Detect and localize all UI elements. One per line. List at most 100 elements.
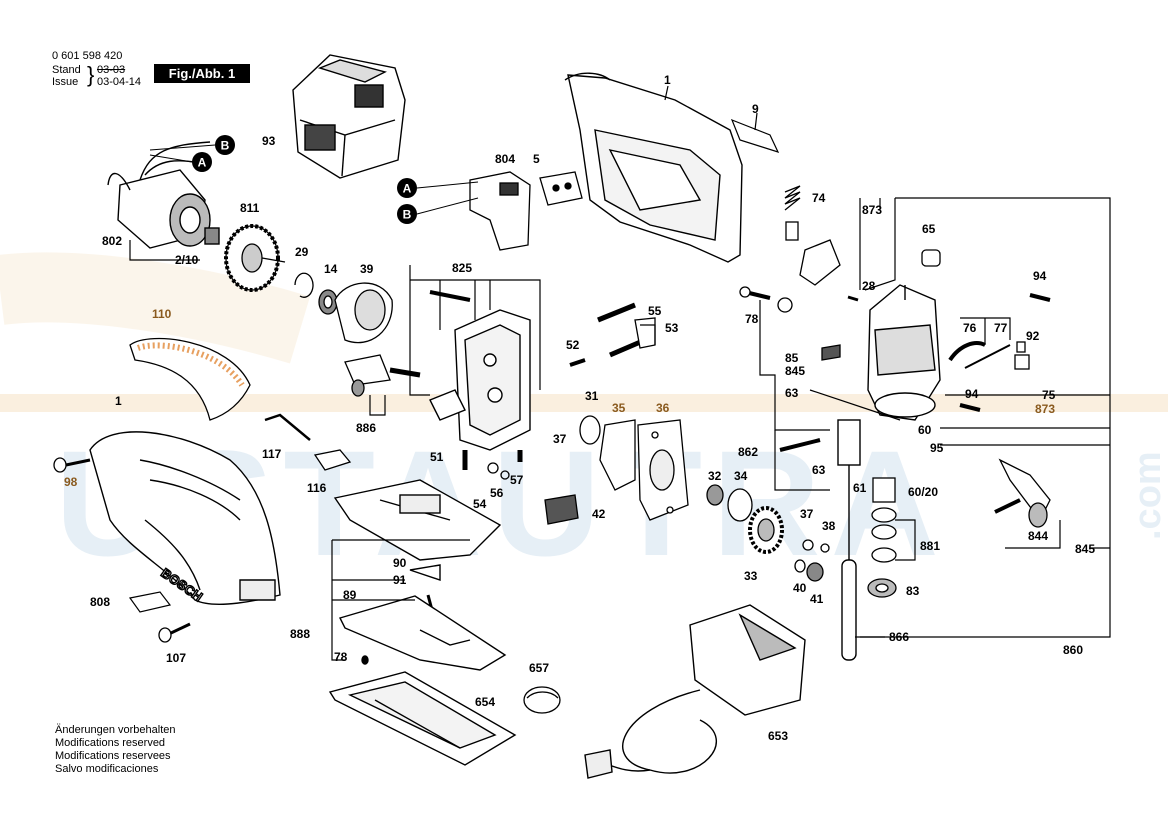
label-881: 881 (920, 539, 940, 553)
label-60: 60 (918, 423, 932, 437)
label-39: 39 (360, 262, 374, 276)
lever-873-drawing (739, 239, 841, 313)
label-14: 14 (324, 262, 338, 276)
header-brace: } (87, 62, 95, 87)
label-56: 56 (490, 486, 504, 500)
label-89: 89 (343, 588, 357, 602)
plunger-rod-drawing (779, 419, 861, 661)
label-653: 653 (768, 729, 788, 743)
spring-74-drawing (784, 185, 801, 241)
label-808: 808 (90, 595, 110, 609)
label-78b: 78 (745, 312, 759, 326)
label-31: 31 (585, 389, 599, 403)
connector-markers-right: A B (397, 178, 479, 224)
label-95: 95 (930, 441, 944, 455)
connector-b-left: B (221, 139, 230, 153)
footnotes: Änderungen vorbehalten Modifications res… (55, 724, 175, 776)
screw-107-drawing (158, 622, 191, 643)
label-98: 98 (64, 475, 78, 489)
label-93: 93 (262, 134, 276, 148)
label-83: 83 (906, 584, 920, 598)
label-845: 845 (785, 364, 805, 378)
label-77: 77 (994, 321, 1008, 335)
label-75: 75 (1042, 388, 1056, 402)
label-74: 74 (812, 191, 826, 205)
label-116: 116 (307, 481, 327, 495)
plate-31-35-36-drawing (579, 415, 689, 521)
leader-lines (129, 85, 1111, 661)
case-654-drawing (328, 671, 517, 766)
label-94b: 94 (965, 387, 979, 401)
motor-drawing (107, 141, 220, 249)
cover-808-drawing (128, 591, 172, 613)
parts-76-77-92-drawing (821, 293, 1051, 412)
label-65: 65 (922, 222, 936, 236)
block-116-drawing (313, 449, 352, 471)
pins-51-57-drawing (462, 450, 523, 480)
note-fr: Modifications reservees (55, 750, 171, 762)
label-886: 886 (356, 421, 376, 435)
label-94: 94 (1033, 269, 1047, 283)
label-866: 866 (889, 630, 909, 644)
label-888: 888 (290, 627, 310, 641)
label-37b: 37 (800, 507, 814, 521)
watermark-suffix: .com (1127, 451, 1168, 540)
label-873b: 873 (1035, 402, 1055, 416)
note-es: Salvo modificaciones (55, 763, 159, 775)
label-61: 61 (853, 481, 867, 495)
housing-half-top-drawing (564, 72, 743, 263)
pins-52-55-drawing (569, 302, 656, 367)
gear-33-drawing (706, 484, 830, 582)
label-860: 860 (1063, 643, 1083, 657)
label-92: 92 (1026, 329, 1040, 343)
label-35: 35 (612, 401, 626, 415)
label-117: 117 (262, 447, 282, 461)
label-78: 78 (334, 650, 348, 664)
note-de: Änderungen vorbehalten (55, 724, 176, 736)
roller-844-drawing (994, 458, 1051, 528)
connector-markers-left: B A (149, 135, 235, 172)
issue-value: 03-04-14 (97, 76, 142, 88)
note-en: Modifications reserved (55, 737, 166, 749)
label-844: 844 (1028, 529, 1048, 543)
issue-label: Issue (52, 76, 79, 88)
label-825: 825 (452, 261, 472, 275)
label-862: 862 (738, 445, 758, 459)
label-38: 38 (822, 519, 836, 533)
label-2-10: 2/10 (175, 253, 199, 267)
stand-label: Stand (52, 64, 81, 76)
label-811: 811 (240, 201, 260, 215)
label-657: 657 (529, 661, 549, 675)
label-37: 37 (553, 432, 567, 446)
label-5: 5 (533, 152, 540, 166)
label-110: 110 (152, 307, 172, 321)
label-107: 107 (166, 651, 186, 665)
charger-653-drawing (584, 604, 806, 779)
stack-881-drawing (867, 477, 897, 598)
connector-a-right: A (403, 182, 412, 196)
label-55: 55 (648, 304, 662, 318)
stand-value: 03-03 (97, 64, 126, 76)
hex-key-117-drawing (264, 413, 311, 441)
connector-b-right: B (403, 208, 412, 222)
label-41: 41 (810, 592, 824, 606)
label-52: 52 (566, 338, 580, 352)
gearbox-825-drawing (429, 290, 531, 451)
figure-badge: Fig./Abb. 1 (154, 64, 250, 83)
label-36: 36 (656, 401, 670, 415)
part-number: 0 601 598 420 (52, 50, 123, 62)
label-873: 873 (862, 203, 882, 217)
label-804: 804 (495, 152, 515, 166)
label-60-20: 60/20 (908, 485, 938, 499)
label-845b: 845 (1075, 542, 1095, 556)
part-labels: 1 9 93 804 5 802 811 2/10 29 14 39 825 5… (64, 73, 1095, 743)
battery-pack-drawing (292, 54, 406, 179)
label-57: 57 (510, 473, 524, 487)
label-654: 654 (475, 695, 495, 709)
label-40: 40 (793, 581, 807, 595)
label-33: 33 (744, 569, 758, 583)
switch-804-drawing (469, 171, 583, 251)
connector-a-left: A (198, 156, 207, 170)
roller-housing-drawing (867, 284, 941, 421)
